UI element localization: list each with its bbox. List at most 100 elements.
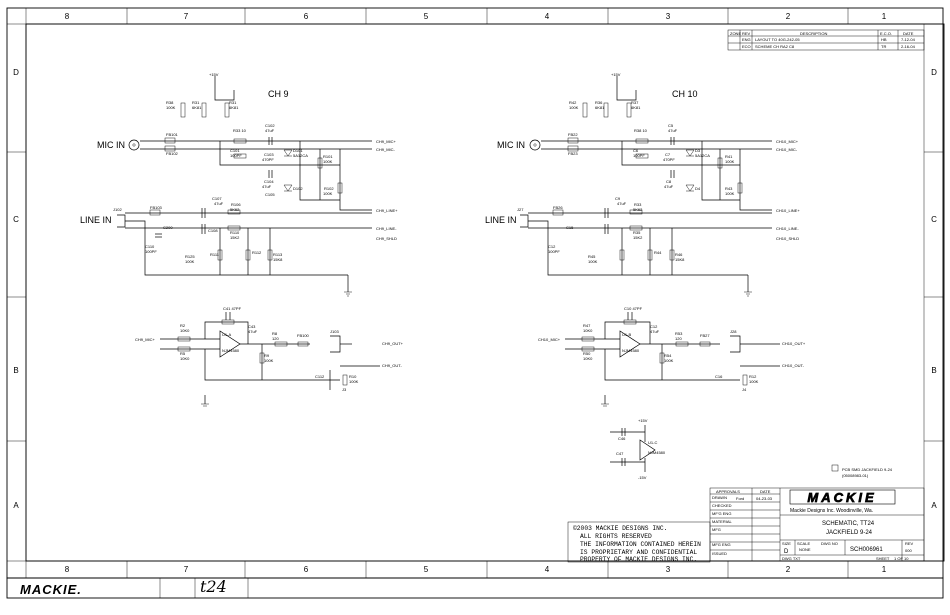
col-label-bottom: 8 (65, 565, 70, 574)
net-label: CH9_LINE- (376, 226, 397, 231)
rev-header: DATE (903, 31, 914, 36)
tb-row-label: DRAWN (712, 495, 727, 500)
row-label-right: B (931, 366, 936, 375)
svg-text:C103: C103 (264, 152, 274, 157)
rev-header: ZONE (730, 31, 741, 36)
col-label-bottom: 4 (545, 565, 550, 574)
svg-text:470PF: 470PF (262, 157, 274, 162)
trs-jack-icon (520, 214, 529, 228)
svg-text:100K: 100K (185, 259, 195, 264)
svg-text:C41 47PF: C41 47PF (223, 306, 242, 311)
svg-text:FB22: FB22 (568, 132, 578, 137)
svg-text:47uF: 47uF (265, 128, 275, 133)
col-label-top: 5 (424, 12, 429, 21)
svg-text:C200: C200 (163, 225, 173, 230)
opamp-icon (619, 330, 641, 358)
ch10-title: CH 10 (672, 89, 698, 99)
pcb-note-line1: PCB SMD JACKFIELD 9-24 (842, 467, 893, 472)
svg-text:6K81: 6K81 (631, 105, 641, 110)
svg-text:C12: C12 (650, 324, 658, 329)
ch10-input-circuit: CH 10 MIC IN LINE IN (485, 72, 800, 297)
svg-text:R110: R110 (230, 230, 240, 235)
row-label-left: A (13, 501, 19, 510)
svg-text:100PF: 100PF (633, 153, 645, 158)
svg-text:R46: R46 (675, 252, 683, 257)
svg-text:100K: 100K (323, 191, 333, 196)
pcb-note-line2: (05008983-01) (842, 473, 869, 478)
net-label: CH9_LINE+ (376, 208, 398, 213)
net-label: CH9_MIC+ (376, 139, 397, 144)
svg-text:R2: R2 (180, 323, 186, 328)
mackie-logo: MACKIE (807, 490, 876, 505)
svg-text:10K0: 10K0 (583, 356, 593, 361)
col-label-top: 8 (65, 12, 70, 21)
svg-text:10K0: 10K0 (180, 356, 190, 361)
output-jack-icon (330, 335, 341, 353)
svg-text:R42: R42 (569, 100, 577, 105)
revision-block: ZONE REV DESCRIPTION E.C.O. DATE ENG LAY… (727, 29, 925, 51)
svg-text:47uF: 47uF (248, 329, 258, 334)
svg-text:C47: C47 (616, 451, 624, 456)
svg-text:C107: C107 (212, 196, 222, 201)
rev-value: 000 (905, 548, 912, 553)
rev-cell: 7-12-04 (901, 37, 916, 42)
svg-text:J103: J103 (330, 329, 339, 334)
svg-text:R113: R113 (273, 252, 283, 257)
checkbox-icon (831, 464, 839, 472)
net-label: CH10_MIC+ (538, 337, 561, 342)
svg-text:D101: D101 (293, 148, 303, 153)
svg-text:10K0: 10K0 (583, 328, 593, 333)
ch10-line-in-label: LINE IN (485, 215, 517, 225)
trs-jack-icon (117, 214, 126, 228)
svg-text:100PF: 100PF (548, 249, 560, 254)
drawing-title-line2: JACKFIELD 9-24 (826, 530, 873, 536)
svg-text:47uF: 47uF (668, 128, 678, 133)
svg-text:15K8: 15K8 (273, 257, 283, 262)
row-label-right: D (931, 68, 937, 77)
net-label: CH10_SHLD (776, 236, 799, 241)
svg-text:C46: C46 (618, 436, 626, 441)
tb-row-label: MFG ENG (712, 542, 731, 547)
svg-text:C108: C108 (208, 228, 218, 233)
svg-text:R43: R43 (725, 186, 733, 191)
dwg-no-value: SCH006961 (850, 547, 883, 553)
net-label: CH10_LINE- (776, 226, 799, 231)
tb-row-label: CHECKED (712, 503, 732, 508)
col-label-top: 3 (666, 12, 671, 21)
svg-text:J102: J102 (113, 207, 122, 212)
svg-text:5K62: 5K62 (230, 207, 240, 212)
ground-icon (601, 403, 609, 407)
net-label: -15V (638, 475, 647, 480)
svg-text:R41: R41 (725, 154, 733, 159)
rev-cell: TR (881, 44, 886, 49)
rev-cell: ECO (742, 44, 751, 49)
svg-text:47uF: 47uF (650, 329, 660, 334)
svg-text:R106: R106 (231, 202, 241, 207)
copyright-line: ALL RIGHTS RESERVED (580, 533, 652, 540)
rev-cell: HB (881, 37, 887, 42)
svg-text:C43: C43 (248, 324, 256, 329)
col-label-top: 2 (786, 12, 791, 21)
dwg-no-label: DWG NO (821, 541, 838, 546)
svg-text:C104: C104 (264, 179, 274, 184)
sheet-value: 1 OF 10 (894, 556, 909, 561)
copyright-line: PROPERTY OF MACKIE DESIGNS INC. (580, 556, 697, 563)
tb-row-label: MFG (712, 527, 721, 532)
sheet-label: SHEET (876, 556, 890, 561)
copyright-line: IS PROPRIETARY AND CONFIDENTIAL (580, 549, 697, 556)
svg-text:J4: J4 (742, 387, 747, 392)
svg-text:R36: R36 (595, 100, 603, 105)
svg-text:100K: 100K (664, 358, 674, 363)
opamp-icon (639, 439, 656, 461)
svg-text:R53: R53 (675, 331, 683, 336)
svg-text:R101: R101 (323, 154, 333, 159)
rev-header: DESCRIPTION (800, 31, 827, 36)
output-jack-icon (730, 335, 741, 353)
svg-text:FB100: FB100 (297, 333, 310, 338)
svg-text:R12: R12 (749, 374, 757, 379)
svg-text:R35: R35 (633, 230, 641, 235)
svg-text:NJM4580: NJM4580 (222, 348, 240, 353)
col-label-top: 6 (304, 12, 309, 21)
svg-text:C101: C101 (230, 148, 240, 153)
svg-text:J28: J28 (730, 329, 737, 334)
